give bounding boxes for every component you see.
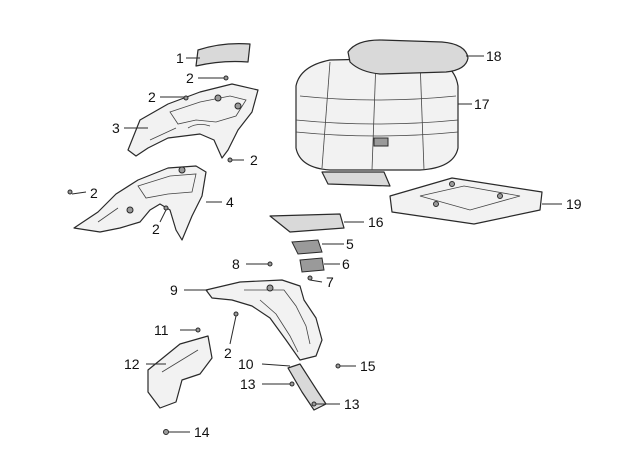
part-17-top-case [295, 57, 459, 187]
callout-13: 13 [344, 396, 360, 412]
callout-labels: 1 2 2 3 2 2 4 2 18 17 19 16 5 6 7 8 9 2 … [90, 48, 582, 440]
callout-9: 9 [170, 282, 178, 298]
callout-10: 10 [238, 356, 254, 372]
callout-2: 2 [148, 89, 156, 105]
part-16-trim [269, 213, 345, 233]
callout-16: 16 [368, 214, 384, 230]
callout-11: 11 [154, 322, 169, 338]
callout-17: 17 [474, 96, 490, 112]
callout-18: 18 [486, 48, 502, 64]
part-19-base-plate [389, 177, 543, 225]
part-12-side-cover [147, 335, 213, 409]
callout-5: 5 [346, 236, 354, 252]
part-4-carrier [73, 165, 207, 241]
callout-2: 2 [186, 70, 194, 86]
callout-4: 4 [226, 194, 234, 210]
callout-1: 1 [176, 50, 184, 66]
callout-3: 3 [112, 120, 120, 136]
callout-2: 2 [250, 152, 258, 168]
callout-6: 6 [342, 256, 350, 272]
callout-8: 8 [232, 256, 240, 272]
callout-14: 14 [194, 424, 210, 440]
part-6-bracket [299, 257, 325, 273]
callout-2: 2 [152, 221, 160, 237]
part-3-carrier [127, 83, 259, 159]
callout-7: 7 [326, 274, 334, 290]
part-18-backrest [347, 39, 469, 75]
part-5-bracket [291, 239, 323, 255]
callout-12: 12 [124, 356, 140, 372]
callout-2: 2 [224, 345, 232, 361]
leader-lines [71, 55, 562, 433]
callout-15: 15 [360, 358, 376, 374]
part-10-plate [287, 363, 327, 411]
callout-19: 19 [566, 196, 582, 212]
callout-13: 13 [240, 376, 256, 392]
callout-2: 2 [90, 185, 98, 201]
part-9-mount [205, 279, 323, 361]
part-1-pad [195, 43, 251, 67]
